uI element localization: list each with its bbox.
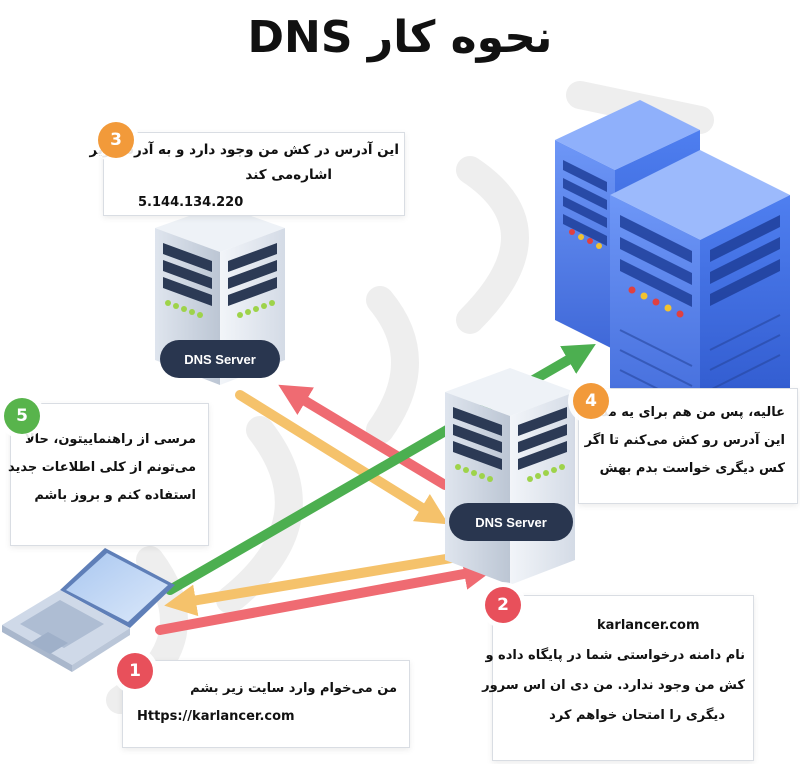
answer-arrow-left-dns-to-right-dns	[235, 390, 449, 525]
step-4-line-2: این آدرس رو کش می‌کنم تا اگر	[584, 433, 785, 448]
response-arrow-right-dns-to-laptop	[164, 550, 475, 617]
dns-server-icon: DNS Server	[155, 205, 285, 385]
server-rack-icon	[555, 100, 790, 440]
step-4-line-1: عالیه، پس من هم برای یه مدت	[588, 405, 785, 420]
step-5-line-3: استفاده کنم و بروز باشم	[34, 488, 196, 503]
step-5-callout: مرسی از راهنماییتون، حالا می‌تونم از کلی…	[7, 403, 209, 546]
page-title: نحوه کار DNS	[247, 12, 553, 63]
step-3-callout: این آدرس در کش من وجود دارد و به آدرس زی…	[89, 132, 405, 216]
step-1-callout: من می‌خوام وارد سایت زیر بشم Https://kar…	[122, 660, 410, 748]
step-1-line-1: من می‌خوام وارد سایت زیر بشم	[190, 681, 397, 696]
step-2-line-2: کش من وجود ندارد. من دی ان اس سرور	[482, 678, 745, 693]
step-1-url: Https://karlancer.com	[137, 709, 295, 724]
step-4-line-3: کس دیگری خواست بدم بهش	[599, 461, 785, 476]
left-dns-label: DNS Server	[184, 352, 256, 367]
request-arrow-laptop-to-right-dns	[155, 558, 496, 635]
laptop-icon	[2, 548, 175, 672]
step-3-line-1: این آدرس در کش من وجود دارد و به آدرس زی…	[89, 142, 399, 158]
step-1-badge: 1	[117, 653, 153, 689]
step-3-badge: 3	[98, 122, 134, 158]
step-2-callout: karlancer.com نام دامنه درخواستی شما در …	[482, 595, 754, 761]
step-2-line-1: نام دامنه درخواستی شما در پایگاه داده و	[485, 648, 745, 663]
right-dns-label: DNS Server	[475, 515, 547, 530]
step-2-badge: 2	[485, 587, 521, 623]
step-2-line-3: دیگری را امتحان خواهم کرد	[549, 708, 725, 723]
step-3-line-2: اشاره‌می کند	[245, 167, 332, 183]
dns-server-icon: DNS Server	[445, 368, 575, 585]
step-3-ip-address: 5.144.134.220	[138, 195, 244, 210]
step-4-callout: عالیه، پس من هم برای یه مدت این آدرس رو …	[578, 388, 798, 504]
step-2-domain: karlancer.com	[597, 618, 700, 633]
step-5-badge: 5	[4, 398, 40, 434]
step-5-line-2: می‌تونم از کلی اطلاعات جدید	[7, 460, 196, 475]
step-5-line-1: مرسی از راهنماییتون، حالا	[24, 432, 196, 447]
step-4-badge: 4	[573, 383, 609, 419]
query-arrow-right-dns-to-left-dns	[278, 384, 450, 490]
